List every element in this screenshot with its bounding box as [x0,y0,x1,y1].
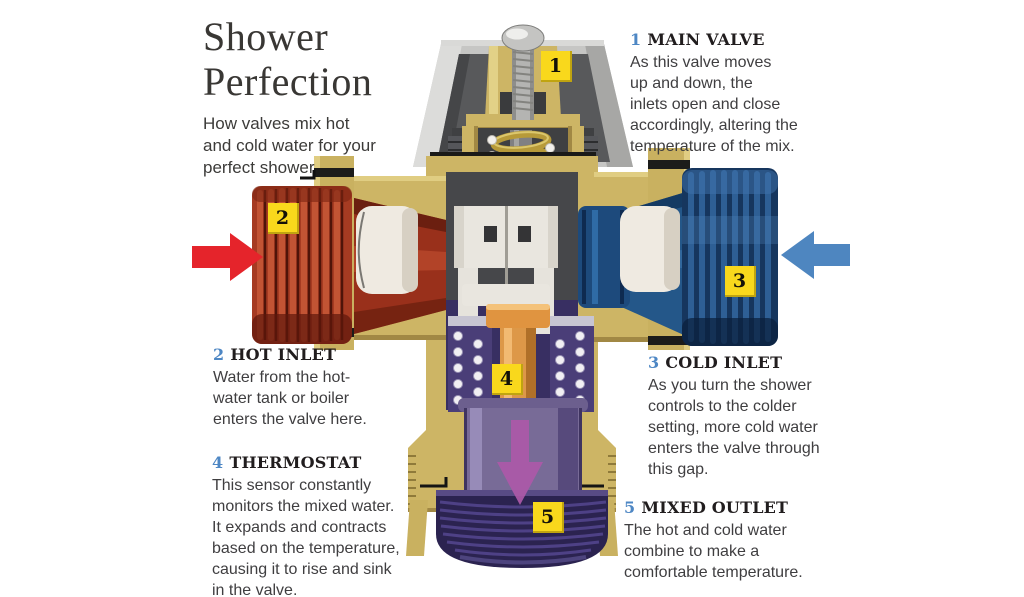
note-thermostat: 4 THERMOSTAT This sensor constantly monit… [212,453,447,597]
page-title-line1: Shower [203,14,329,59]
adjustment-screw [501,24,545,120]
diagram-label-5: 5 [533,502,564,533]
note-title: COLD INLET [665,353,783,372]
return-spring-right [550,316,594,412]
note-heading: 5 MIXED OUTLET [624,498,844,517]
note-title: HOT INLET [230,345,337,364]
note-heading: 4 THERMOSTAT [212,453,447,472]
cold-ceramic-disc [620,206,680,292]
note-heading: 3 COLD INLET [648,353,863,372]
note-number: 5 [624,498,636,517]
hot-ceramic-disc [356,206,418,294]
diagram-label-3: 3 [725,266,756,297]
note-body: As you turn the shower controls to the c… [648,377,820,478]
title-block: Shower Perfection How valves mix hot and… [203,14,403,179]
return-spring-left [448,316,492,412]
diagram-label-4: 4 [492,364,523,395]
note-title: MAIN VALVE [647,30,765,49]
hot-inlet-threads [252,186,352,344]
note-body: Water from the hot- water tank or boiler… [213,369,367,428]
note-number: 4 [212,453,224,472]
note-hot-inlet: 2 HOT INLET Water from the hot- water tan… [213,345,413,430]
note-number: 3 [648,353,660,372]
diagram-label-1: 1 [541,51,572,82]
main-valve-piston [454,206,558,334]
note-body: As this valve moves up and down, the inl… [630,54,798,155]
note-body: The hot and cold water combine to make a… [624,522,803,581]
cold-inlet-threads [682,168,778,346]
page-subtitle: How valves mix hot and cold water for yo… [203,114,376,177]
note-number: 1 [630,30,642,49]
page-title-line2: Perfection [203,59,373,104]
note-cold-inlet: 3 COLD INLET As you turn the shower contr… [648,353,863,480]
note-number: 2 [213,345,225,364]
note-mixed-outlet: 5 MIXED OUTLET The hot and cold water com… [624,498,844,583]
note-body: This sensor constantly monitors the mixe… [212,477,400,597]
hot-water-arrow-icon [192,233,263,281]
outlet-threads [436,490,608,568]
note-heading: 2 HOT INLET [213,345,413,364]
diagram-label-2: 2 [268,203,299,234]
note-heading: 1 MAIN VALVE [630,30,835,49]
cold-water-arrow-icon [781,231,850,279]
outlet-neck [458,398,588,496]
mixed-water-arrow-icon [497,420,543,505]
note-title: THERMOSTAT [229,453,362,472]
note-main-valve: 1 MAIN VALVE As this valve moves up and d… [630,30,835,157]
note-title: MIXED OUTLET [641,498,789,517]
